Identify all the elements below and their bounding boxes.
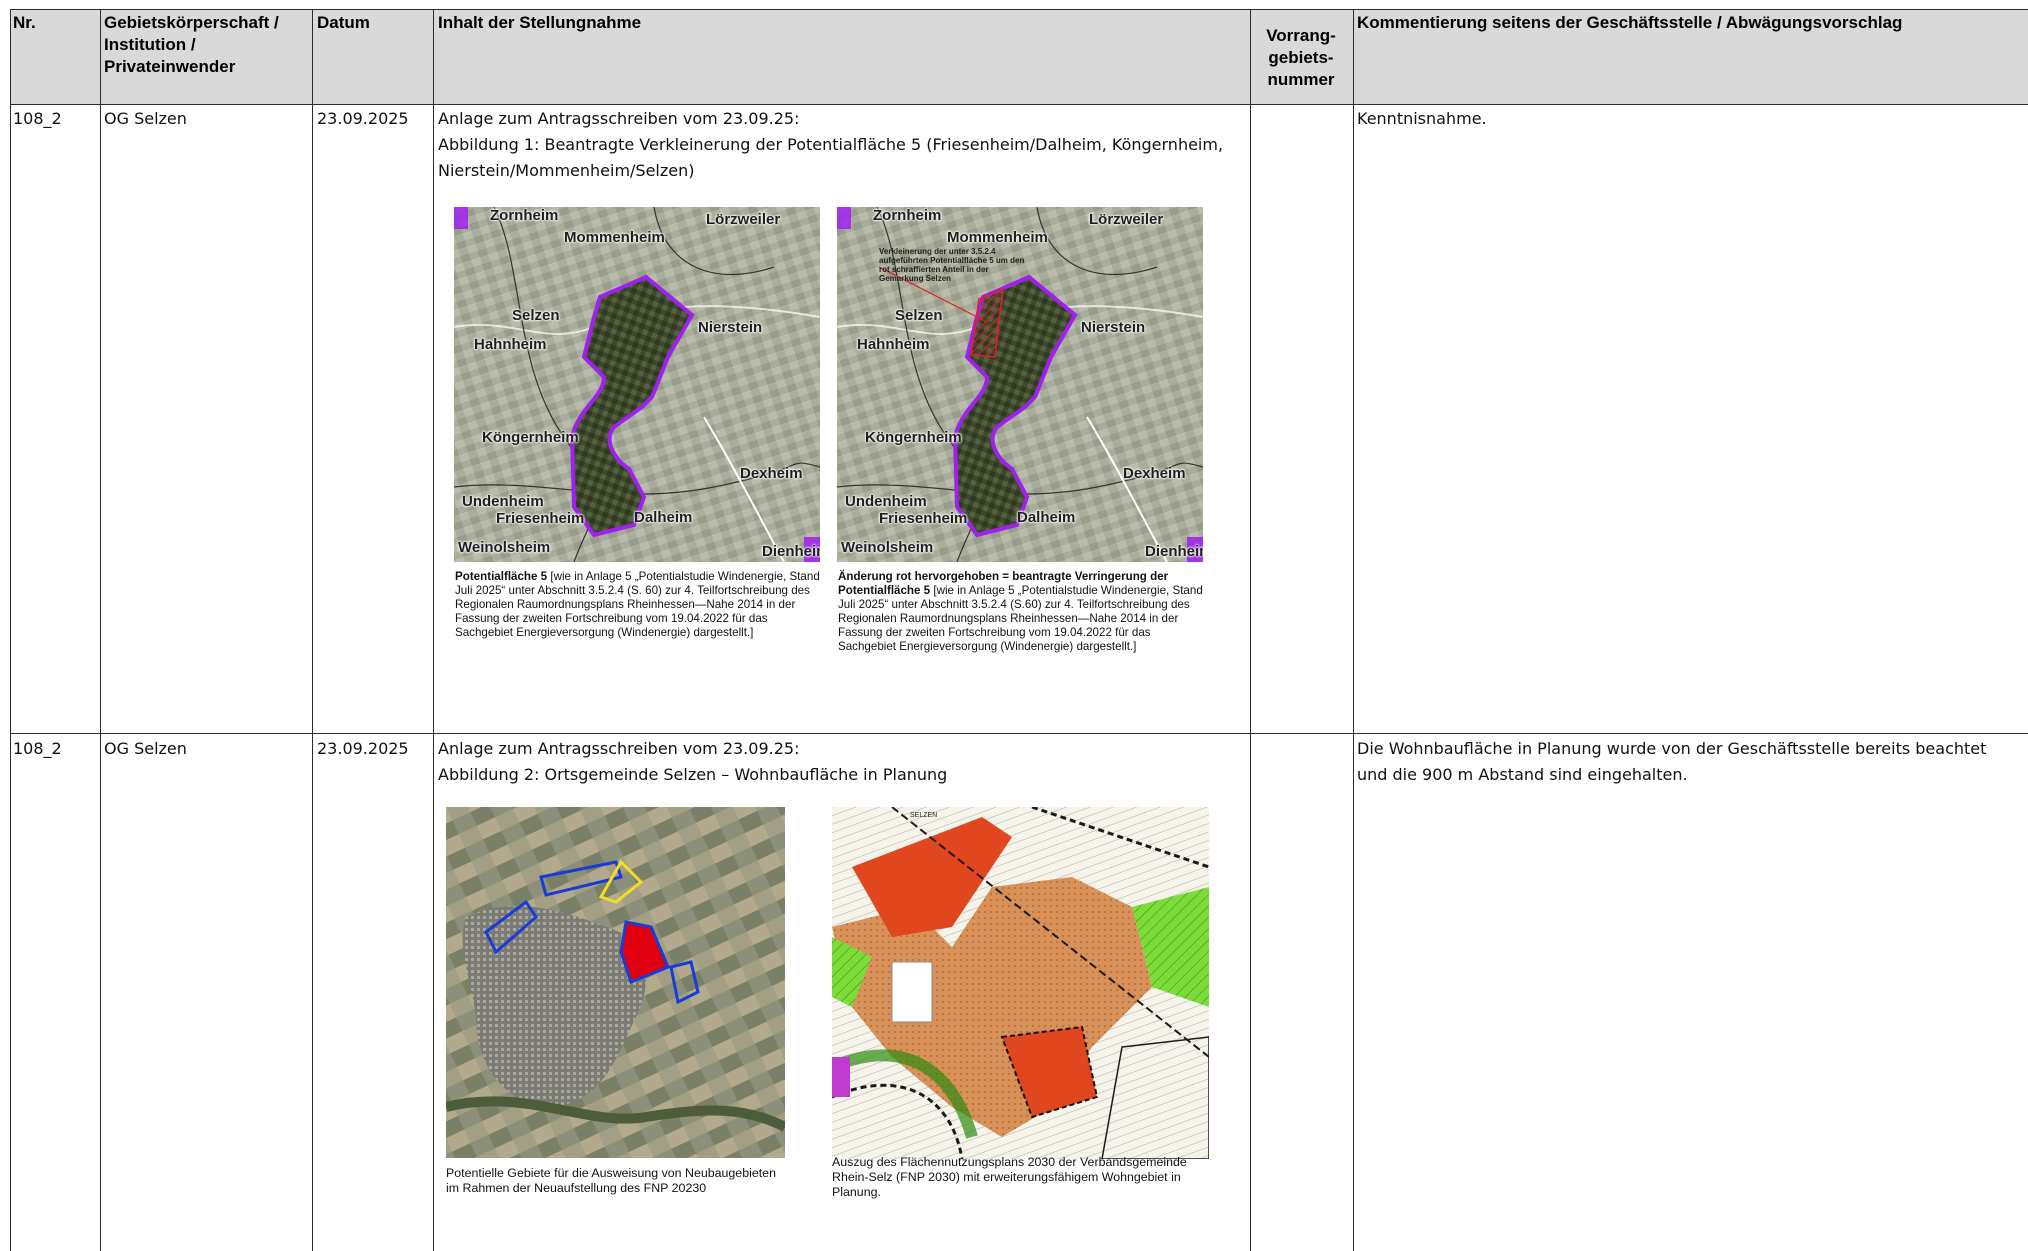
grid-line-col4 bbox=[1250, 9, 1251, 1251]
label-mommenheim: Mommenheim bbox=[564, 229, 665, 246]
caption-map-left: Potentialfläche 5 [wie in Anlage 5 „Pote… bbox=[455, 570, 821, 640]
header-comment: Kommentierung seitens der Geschäftsstell… bbox=[1357, 13, 1903, 32]
label-weinolsheim: Weinolsheim bbox=[458, 539, 551, 556]
row2-nr: 108_2 bbox=[13, 739, 62, 758]
caption-aerial: Potentielle Gebiete für die Ausweisung v… bbox=[446, 1166, 776, 1195]
label-zornheim-2: Zornheim bbox=[873, 207, 942, 224]
label-loerzweiler-2: Lörzweiler bbox=[1089, 211, 1164, 228]
caption-right-bold: Änderung rot hervorgehoben = beantragte … bbox=[838, 570, 1169, 597]
caption-right-rest: [wie in Anlage 5 „Potentialstudie Winden… bbox=[838, 584, 1203, 653]
caption-map-right: Änderung rot hervorgehoben = beantragte … bbox=[838, 570, 1208, 654]
table-header-row bbox=[10, 9, 2028, 104]
row2-date: 23.09.2025 bbox=[317, 739, 409, 758]
label-dalheim-2: Dalheim bbox=[1017, 509, 1076, 526]
row2-content: Anlage zum Antragsschreiben vom 23.09.25… bbox=[435, 736, 1247, 788]
reduction-annotation: Verkleinerung der unter 3.5.2.4 aufgefüh… bbox=[879, 247, 1025, 283]
label-loerzweiler: Lörzweiler bbox=[706, 211, 781, 228]
header-content: Inhalt der Stellungnahme bbox=[438, 13, 642, 32]
label-nierstein-2: Nierstein bbox=[1081, 319, 1146, 336]
row1-comment: Kenntnisnahme. bbox=[1357, 109, 1487, 128]
header-nr: Nr. bbox=[13, 13, 36, 32]
label-weinolsheim-2: Weinolsheim bbox=[841, 539, 934, 556]
label-nierstein: Nierstein bbox=[698, 319, 763, 336]
row1-content-line1: Anlage zum Antragsschreiben vom 23.09.25… bbox=[438, 109, 800, 128]
label-zornheim: Zornheim bbox=[490, 207, 559, 224]
grid-line-col5 bbox=[1353, 9, 1354, 1251]
row2-content-line2: Abbildung 2: Ortsgemeinde Selzen – Wohnb… bbox=[438, 765, 948, 784]
fnp-map-label: SELZEN bbox=[910, 812, 938, 819]
grid-line-col0 bbox=[10, 9, 11, 1251]
label-hahnheim: Hahnheim bbox=[474, 336, 547, 353]
grid-line-header-bottom bbox=[10, 104, 2028, 105]
grid-line-col1 bbox=[100, 9, 101, 1251]
label-friesenheim-2: Friesenheim bbox=[879, 510, 968, 527]
label-dalheim: Dalheim bbox=[634, 509, 693, 526]
label-koengernheim-2: Köngernheim bbox=[865, 429, 962, 446]
label-selzen: Selzen bbox=[512, 307, 560, 324]
row1-date: 23.09.2025 bbox=[317, 109, 409, 128]
row1-content: Anlage zum Antragsschreiben vom 23.09.25… bbox=[435, 106, 1247, 184]
aerial-potential-sites bbox=[446, 807, 785, 1158]
label-dienheim: Dienheim bbox=[762, 543, 820, 560]
row2-body: OG Selzen bbox=[104, 739, 187, 758]
label-mommenheim-2: Mommenheim bbox=[947, 229, 1048, 246]
row1-content-line2: Abbildung 1: Beantragte Verkleinerung de… bbox=[438, 135, 1224, 180]
caption-left-rest: [wie in Anlage 5 „Potentialstudie Winden… bbox=[455, 570, 820, 639]
grid-line-top bbox=[10, 9, 2028, 10]
label-dexheim-2: Dexheim bbox=[1123, 465, 1186, 482]
label-dexheim: Dexheim bbox=[740, 465, 803, 482]
map-requested-reduction: Zornheim Mommenheim Lörzweiler Verkleine… bbox=[837, 207, 1203, 562]
label-dienheim-2: Dienheim bbox=[1145, 543, 1203, 560]
caption-fnp: Auszug des Flächennutzungsplans 2030 der… bbox=[832, 1155, 1187, 1199]
header-priority: Vorrang- gebiets- nummer bbox=[1266, 26, 1336, 89]
label-undenheim: Undenheim bbox=[462, 493, 544, 510]
fnp-2030-excerpt: SELZEN bbox=[832, 807, 1209, 1159]
caption-left-bold: Potentialfläche 5 bbox=[455, 570, 548, 583]
label-undenheim-2: Undenheim bbox=[845, 493, 927, 510]
header-date: Datum bbox=[317, 13, 370, 32]
header-body: Gebietskörperschaft / Institution / Priv… bbox=[104, 13, 279, 76]
grid-line-col2 bbox=[312, 9, 313, 1251]
row2-content-line1: Anlage zum Antragsschreiben vom 23.09.25… bbox=[438, 739, 800, 758]
row2-comment: Die Wohnbaufläche in Planung wurde von d… bbox=[1357, 739, 1987, 784]
grid-line-col3 bbox=[433, 9, 434, 1251]
label-friesenheim: Friesenheim bbox=[496, 510, 585, 527]
label-hahnheim-2: Hahnheim bbox=[857, 336, 930, 353]
map-potential-area-5: Zornheim Mommenheim Lörzweiler Selzen Ha… bbox=[454, 207, 820, 562]
label-koengernheim: Köngernheim bbox=[482, 429, 579, 446]
row1-body: OG Selzen bbox=[104, 109, 187, 128]
label-selzen-2: Selzen bbox=[895, 307, 943, 324]
grid-line-row1-bottom bbox=[10, 733, 2028, 734]
row1-nr: 108_2 bbox=[13, 109, 62, 128]
